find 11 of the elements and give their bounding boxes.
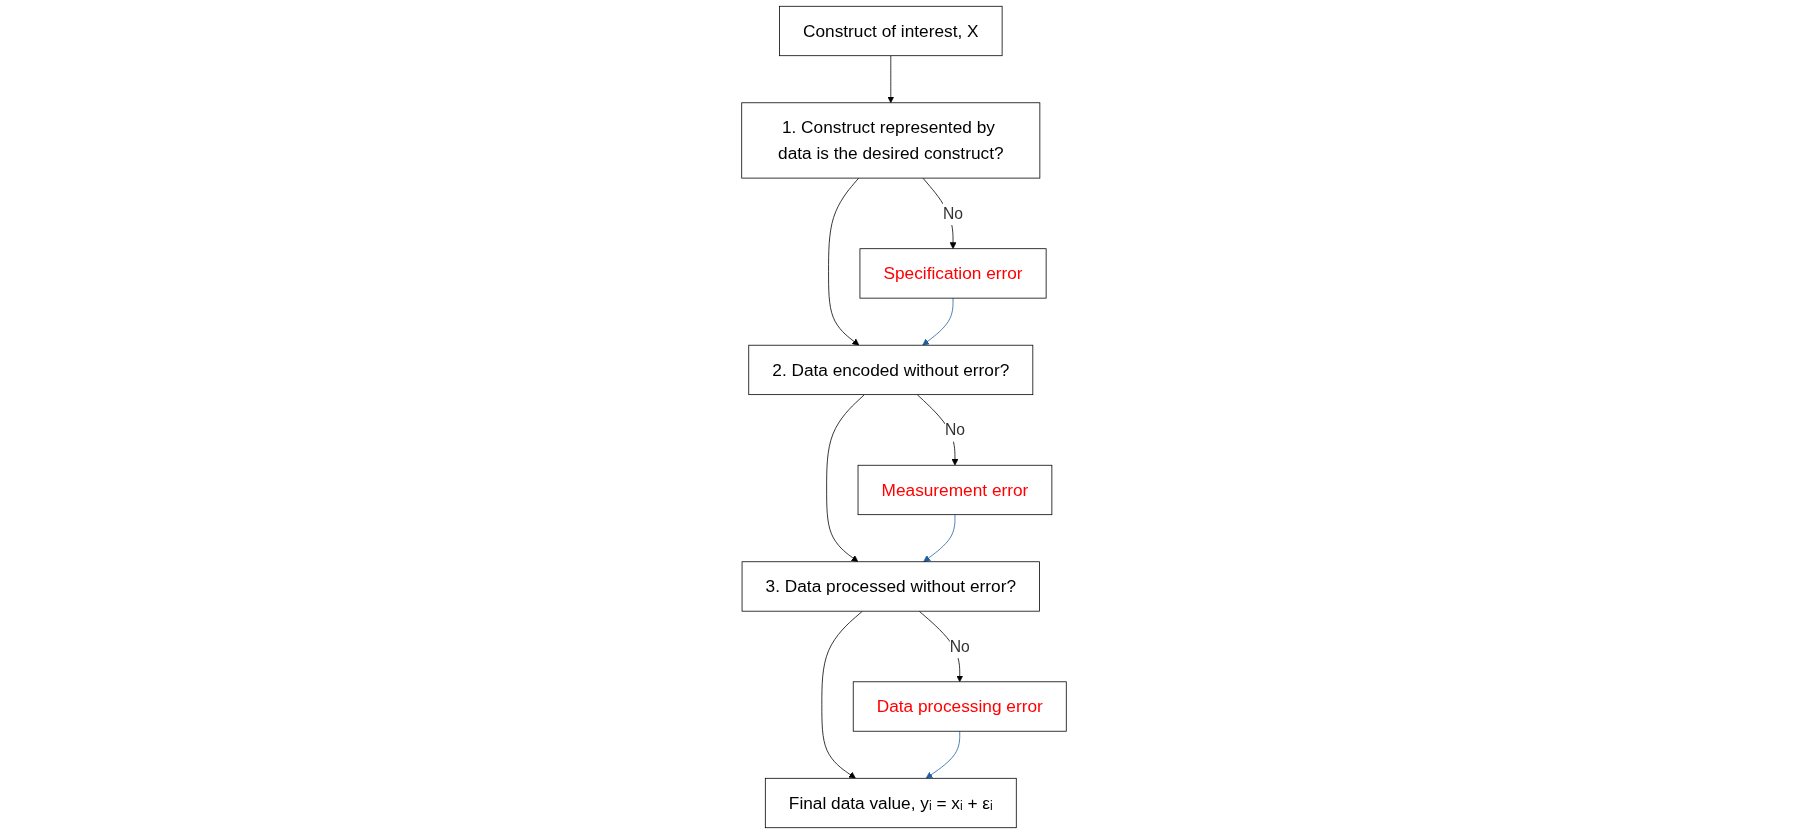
node-box: 3. Data processed without error?	[741, 561, 1040, 612]
edge-label: No	[944, 421, 965, 439]
node-box: Specification error	[859, 248, 1047, 299]
node-box: Final data value, yᵢ = xᵢ + εᵢ	[764, 777, 1017, 829]
node-box: Data processing error	[852, 681, 1067, 732]
node-box: 1. Construct represented by data is the desired construct?	[741, 102, 1041, 179]
edge-label: No	[949, 637, 970, 656]
node-box: Construct of interest, X	[779, 5, 1003, 57]
edge-label: No	[943, 204, 964, 223]
node-box: 2. Data encoded without error?	[748, 344, 1034, 396]
node-box: Measurement error	[857, 464, 1053, 516]
